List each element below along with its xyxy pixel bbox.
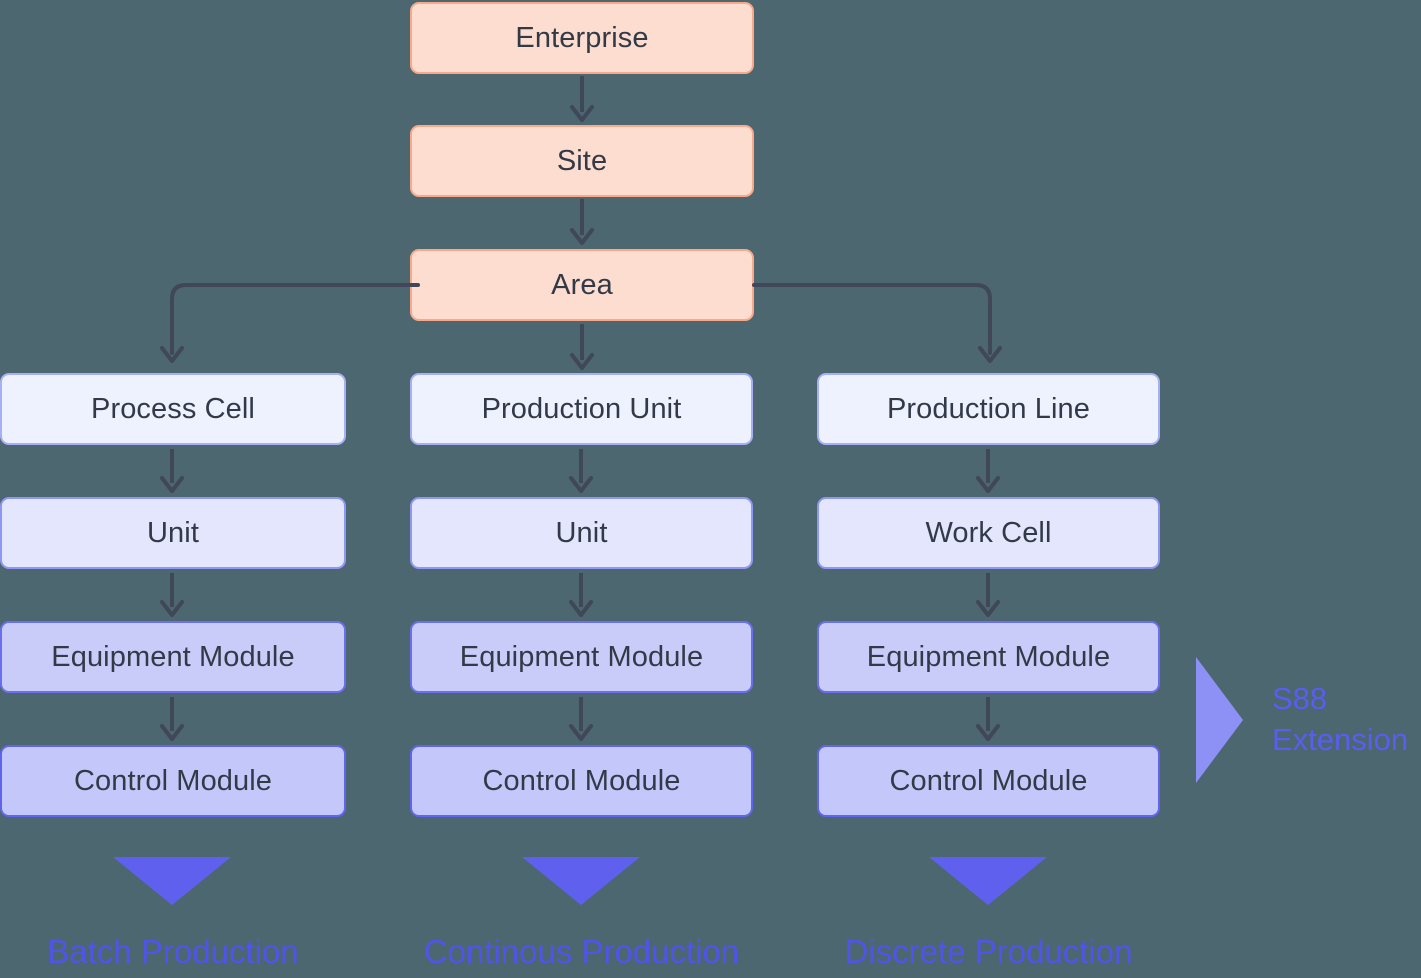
node-label: Equipment Module [459, 640, 704, 673]
arrow-enterprise-to-site [569, 76, 595, 123]
node-site[interactable]: Site [410, 125, 754, 197]
node-label: Area [551, 268, 613, 301]
s88-extension-line2: Extension [1272, 722, 1409, 757]
node-label: Control Module [73, 764, 273, 797]
arrow-work-cell-to-equipment-module [975, 573, 1001, 618]
arrow-unit-to-equipment-module-continuous [568, 573, 594, 618]
node-equipment-module-continuous[interactable]: Equipment Module [410, 621, 753, 693]
connector-area-to-process-cell [160, 275, 422, 377]
arrow-site-to-area [569, 199, 595, 246]
arrow-equipment-to-control-module-discrete [975, 697, 1001, 742]
node-control-module-continuous[interactable]: Control Module [410, 745, 753, 817]
label-batch-production: Batch Production [47, 933, 299, 970]
node-label: Control Module [889, 764, 1088, 797]
node-production-line[interactable]: Production Line [817, 373, 1160, 445]
node-label: Site [556, 144, 608, 177]
arrow-equipment-to-control-module-continuous [568, 697, 594, 742]
node-equipment-module-batch[interactable]: Equipment Module [0, 621, 346, 693]
arrow-production-line-to-work-cell [975, 449, 1001, 494]
node-label: Work Cell [925, 516, 1052, 549]
node-control-module-batch[interactable]: Control Module [0, 745, 346, 817]
node-area[interactable]: Area [410, 249, 754, 321]
arrow-process-cell-to-unit [159, 449, 185, 494]
node-label: Equipment Module [866, 640, 1111, 673]
s88-extension-line1: S88 [1272, 681, 1328, 716]
node-label: Production Line [886, 392, 1091, 425]
node-enterprise[interactable]: Enterprise [410, 2, 754, 74]
node-unit-batch[interactable]: Unit [0, 497, 346, 569]
connector-area-to-production-line [752, 275, 1014, 377]
s88-extension-label: S88 Extension [1272, 678, 1408, 760]
node-process-cell[interactable]: Process Cell [0, 373, 346, 445]
node-equipment-module-discrete[interactable]: Equipment Module [817, 621, 1160, 693]
arrow-production-unit-to-unit [568, 449, 594, 494]
label-discrete-production: Discrete Production [844, 933, 1133, 970]
caret-continuous-icon [522, 857, 640, 905]
arrow-area-to-production-unit [569, 324, 595, 371]
node-label: Control Module [482, 764, 681, 797]
caret-discrete-icon [929, 857, 1047, 905]
s88-extension-arrow-icon [1196, 657, 1243, 783]
node-production-unit[interactable]: Production Unit [410, 373, 753, 445]
node-label: Unit [555, 516, 608, 549]
node-label: Enterprise [515, 21, 649, 54]
label-continuous-production: Continous Production [423, 933, 740, 970]
caret-batch-icon [113, 857, 231, 905]
arrow-equipment-to-control-module-batch [159, 697, 185, 742]
node-work-cell[interactable]: Work Cell [817, 497, 1160, 569]
node-unit-continuous[interactable]: Unit [410, 497, 753, 569]
node-label: Process Cell [91, 392, 255, 425]
node-label: Production Unit [481, 392, 682, 425]
node-label: Unit [147, 516, 199, 549]
arrow-unit-to-equipment-module-batch [159, 573, 185, 618]
node-label: Equipment Module [51, 640, 295, 673]
node-control-module-discrete[interactable]: Control Module [817, 745, 1160, 817]
